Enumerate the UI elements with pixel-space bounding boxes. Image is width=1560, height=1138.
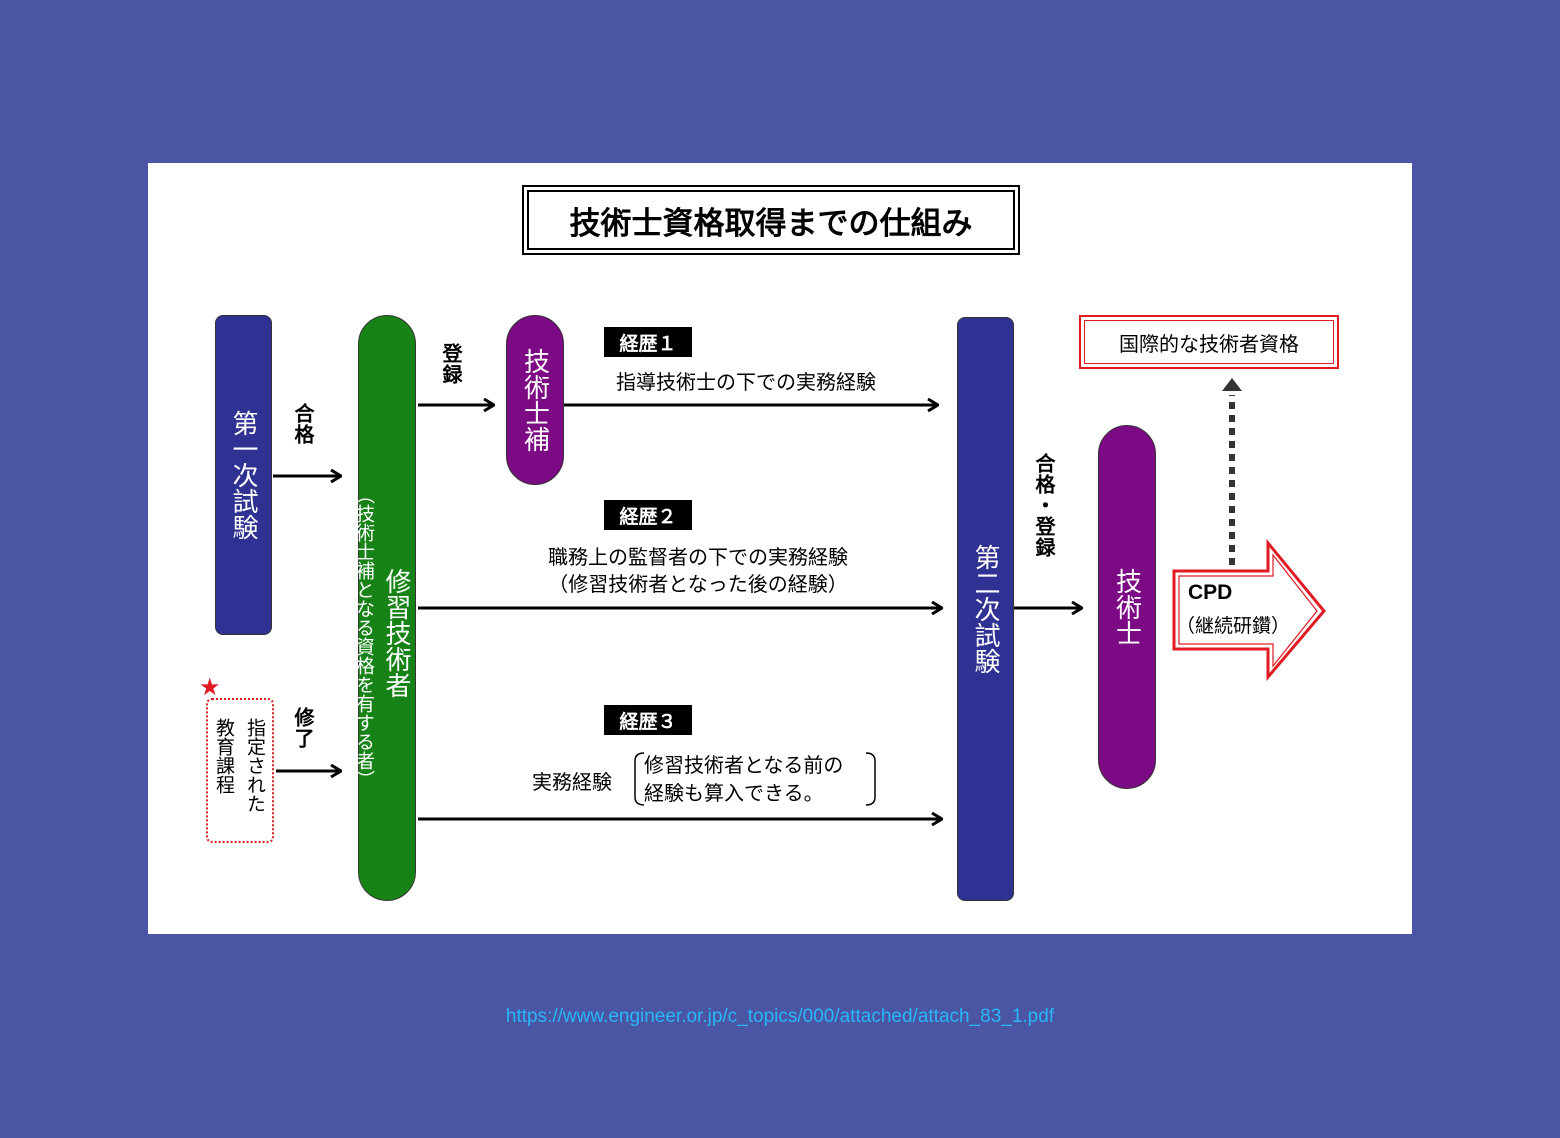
career2-desc-line2: （修習技術者となった後の経験） bbox=[548, 572, 848, 596]
career3-note-line2: 経験も算入できる。 bbox=[644, 781, 824, 805]
professional-engineer-box: 技術士 bbox=[1098, 425, 1156, 789]
trainee-engineer-label: 修習技術者 bbox=[381, 568, 411, 698]
cpd-sub: （継続研鑽） bbox=[1176, 615, 1291, 637]
register-label: 登録 bbox=[439, 343, 463, 385]
source-link[interactable]: https://www.engineer.or.jp/c_topics/000/… bbox=[505, 1006, 1055, 1027]
second-exam-box: 第二次試験 bbox=[957, 317, 1014, 901]
diagram-title-box: 技術士資格取得までの仕組み bbox=[522, 185, 1020, 255]
assistant-engineer-box: 技術士補 bbox=[506, 315, 564, 485]
career1-tag: 経歴１ bbox=[604, 327, 692, 357]
block-arrow-icon bbox=[1172, 538, 1326, 682]
diagram-card: 技術士資格取得までの仕組み 第一次試験 合格 修了 ★ 指定された 教育課程 修… bbox=[148, 163, 1412, 934]
dotted-arrow-up-icon bbox=[1222, 378, 1242, 391]
trainee-engineer-box: 修習技術者 （技術士補となる資格を有する者） bbox=[353, 315, 416, 901]
trainee-engineer-note: （技術士補となる資格を有する者） bbox=[353, 485, 375, 789]
bracket-left bbox=[634, 752, 645, 806]
first-exam-box: 第一次試験 bbox=[215, 315, 272, 635]
pass-register-label: 合格・登録 bbox=[1032, 453, 1056, 558]
career3-note-line1: 修習技術者となる前の bbox=[644, 753, 844, 777]
designated-course-line2: 教育課程 bbox=[213, 718, 235, 794]
cpd-label: CPD bbox=[1188, 581, 1233, 604]
career3-label: 実務経験 bbox=[532, 770, 612, 794]
diagram-arrows bbox=[273, 378, 1326, 934]
block-arrow-inner bbox=[1178, 553, 1318, 668]
career3-tag: 経歴３ bbox=[604, 705, 692, 735]
career3-note: 修習技術者となる前の 経験も算入できる。 bbox=[634, 751, 874, 805]
career2-tag: 経歴２ bbox=[604, 500, 692, 530]
international-label: 国際的な技術者資格 bbox=[1084, 320, 1334, 364]
international-box: 国際的な技術者資格 bbox=[1079, 315, 1339, 369]
designated-course-line1: 指定された bbox=[244, 718, 266, 813]
star-icon: ★ bbox=[199, 673, 221, 701]
completion-label: 修了 bbox=[291, 707, 315, 749]
career1-desc: 指導技術士の下での実務経験 bbox=[616, 370, 876, 394]
pass-label: 合格 bbox=[291, 403, 315, 445]
bracket-right bbox=[865, 752, 876, 806]
diagram-title: 技術士資格取得までの仕組み bbox=[527, 190, 1015, 250]
designated-course-box: 指定された 教育課程 bbox=[206, 698, 274, 843]
career2-desc-line1: 職務上の監督者の下での実務経験 bbox=[548, 545, 848, 569]
